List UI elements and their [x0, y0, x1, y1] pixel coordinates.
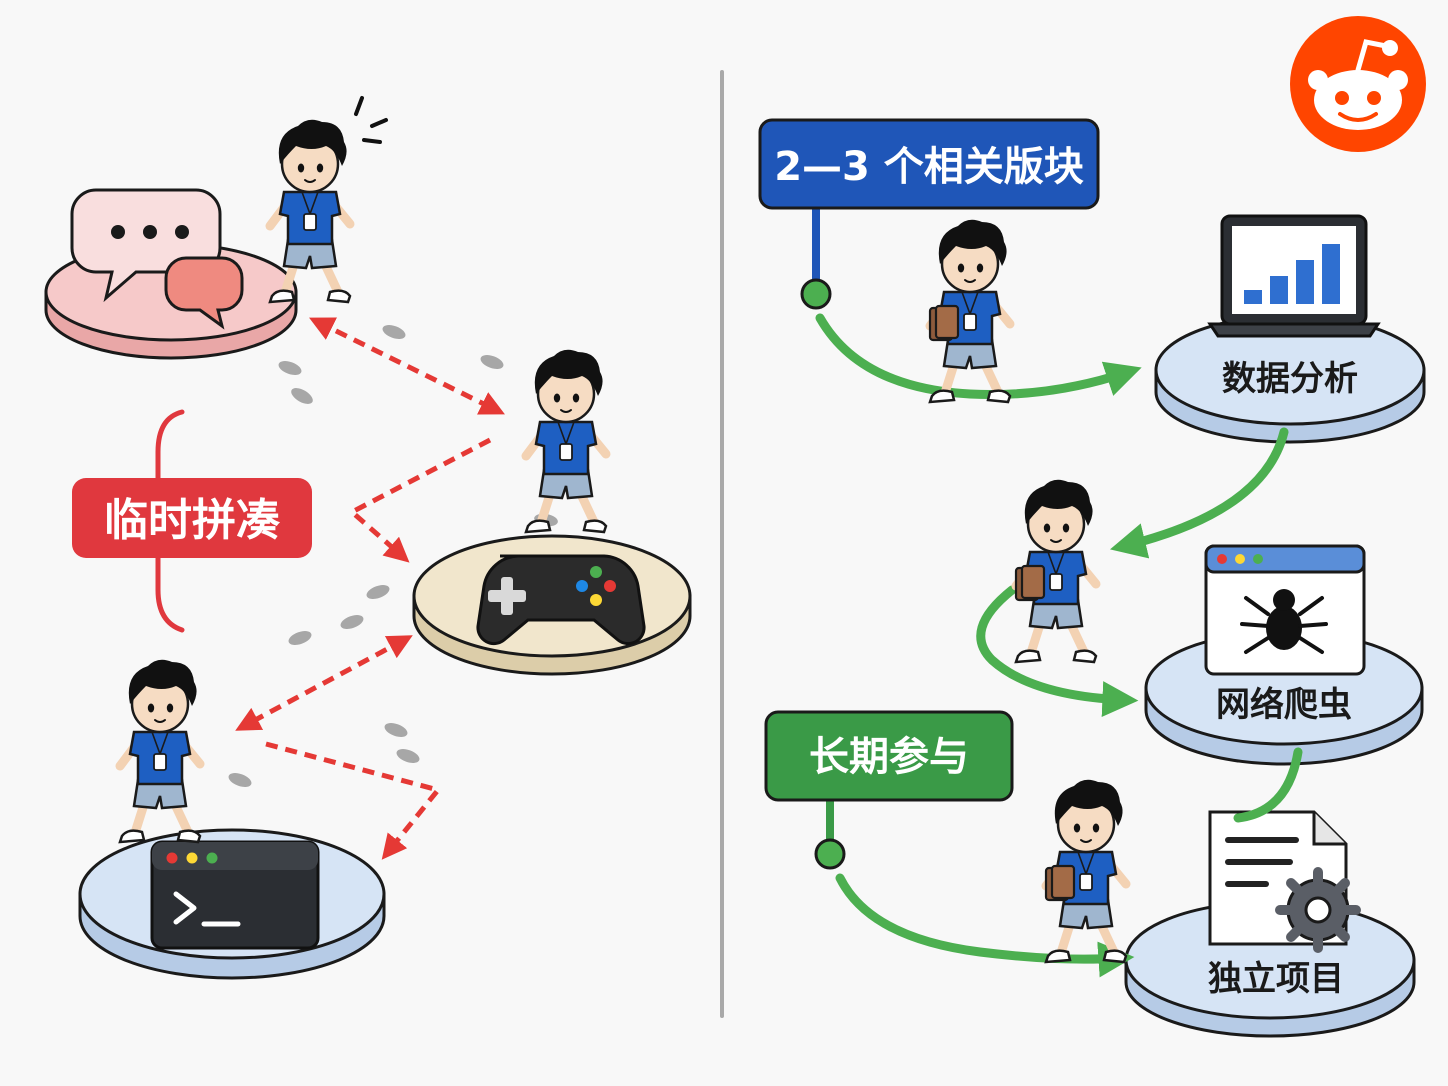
boy-running-middle: [526, 350, 606, 532]
progress-path: [815, 313, 1303, 978]
arrow-to-terminal: [265, 741, 443, 860]
platform-label-independent-project: 独立项目: [1208, 959, 1344, 999]
boy-walking-3: [1046, 780, 1126, 962]
bar-chart-laptop-icon: [1207, 214, 1381, 338]
left-panel: 临时拼凑: [44, 96, 692, 980]
boy-walking-1: [930, 220, 1010, 402]
terminal-platform: [78, 828, 386, 980]
chat-bubble-icon: [70, 188, 244, 330]
top-signpost: 2—3 个相关版块: [758, 118, 1100, 310]
path-crawler-to-project: [1233, 747, 1303, 823]
path-to-independent-project: [835, 873, 1135, 978]
spider-browser-icon: [1204, 544, 1366, 676]
chat-platform: [44, 188, 298, 360]
hopping-arrows: [235, 317, 505, 860]
platform-data-analysis: 数据分析: [1154, 214, 1426, 444]
tag-label: 临时拼凑: [104, 495, 281, 546]
document-gear-icon: [1208, 810, 1361, 953]
tag-box: [72, 478, 312, 558]
gamepad-icon: [476, 554, 646, 646]
terminal-icon: [150, 840, 320, 950]
boy-running-top: [270, 96, 388, 302]
platform-label-web-crawler: 网络爬虫: [1216, 685, 1352, 725]
path-to-web-crawler: [976, 585, 1139, 718]
path-to-crawler-step: [1110, 427, 1289, 559]
path-to-data-analysis: [815, 313, 1142, 400]
bottom-sign-label: 长期参与: [809, 734, 969, 780]
reddit-logo-icon: [1290, 16, 1426, 152]
platform-independent-project: 独立项目: [1124, 810, 1416, 1038]
platform-web-crawler: 网络爬虫: [1144, 544, 1424, 766]
platform-label-data-analysis: 数据分析: [1222, 359, 1358, 399]
arrow-game-terminal: [235, 635, 413, 731]
arrow-chat-game: [309, 317, 505, 415]
top-sign-label: 2—3 个相关版块: [774, 144, 1084, 190]
boy-running-bottom: [120, 660, 200, 842]
boy-walking-2: [1016, 480, 1096, 662]
right-panel: 2—3 个相关版块 数据分析: [758, 118, 1426, 1038]
arrow-to-game: [347, 437, 492, 563]
bottom-signpost: 长期参与: [764, 710, 1014, 870]
game-platform: [412, 534, 692, 676]
temporary-tag: 临时拼凑: [72, 409, 312, 633]
